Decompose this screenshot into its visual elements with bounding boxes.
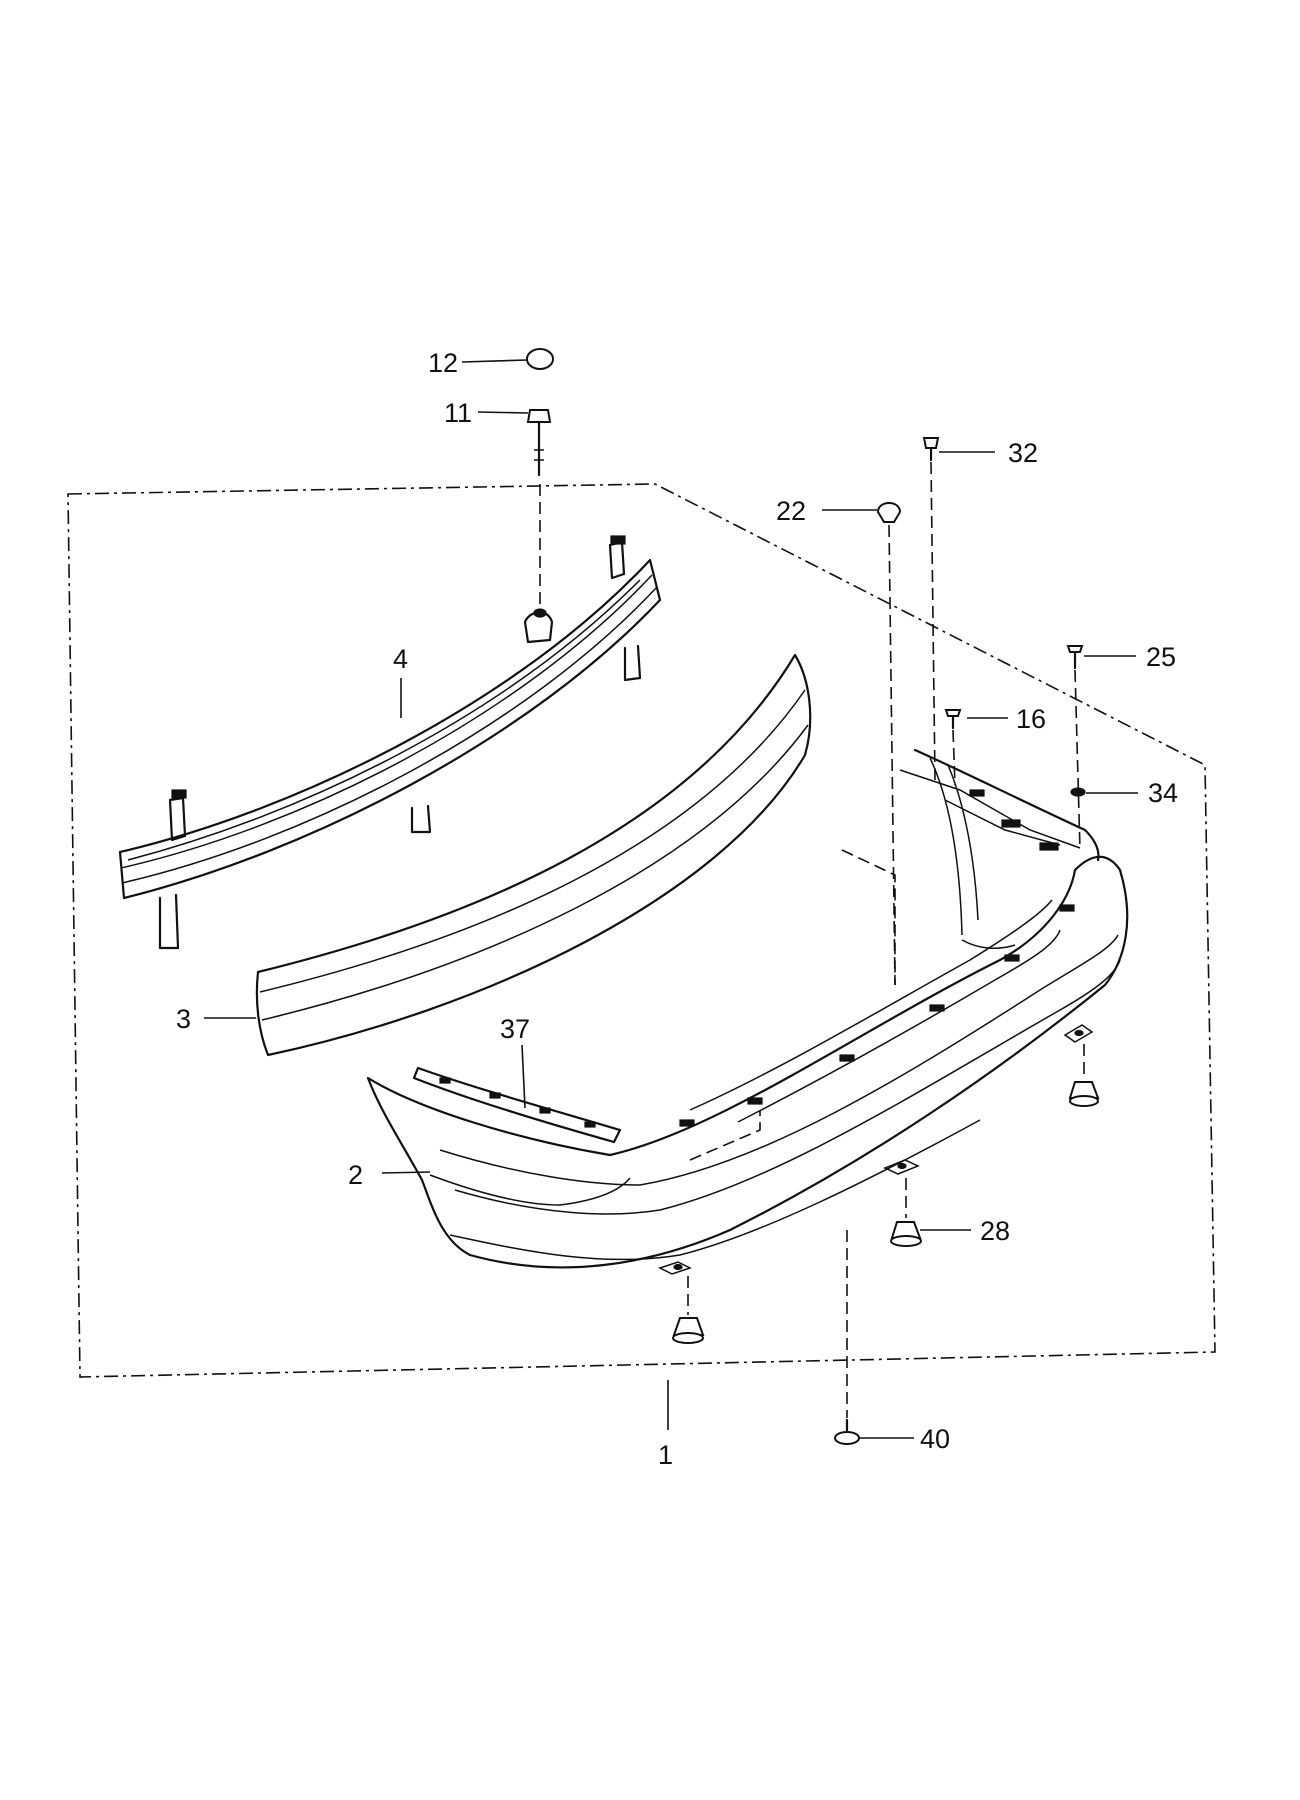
callout-1: 1	[658, 1440, 673, 1470]
callout-25: 25	[1146, 642, 1176, 672]
part-28-clip[interactable]	[672, 1081, 1100, 1344]
callout-4: 4	[393, 644, 408, 674]
part-2-bumper-cover[interactable]	[366, 748, 1129, 1275]
callout-12: 12	[428, 348, 458, 378]
callout-22: 22	[776, 496, 806, 526]
part-4-bumper-reinforcement[interactable]	[118, 535, 662, 950]
callout-34: 34	[1148, 778, 1178, 808]
callout-37: 37	[500, 1014, 530, 1044]
callout-11: 11	[444, 398, 472, 428]
part-25-screw[interactable]	[1066, 645, 1084, 670]
part-3-energy-absorber[interactable]	[255, 653, 812, 1057]
part-40-screw[interactable]	[834, 1418, 860, 1445]
callout-3: 3	[176, 1004, 191, 1034]
part-37-bracket[interactable]	[412, 1066, 622, 1144]
part-16-screw[interactable]	[944, 709, 962, 730]
part-12-cap[interactable]	[526, 348, 554, 370]
part-32-screw[interactable]	[922, 437, 940, 462]
callout-2: 2	[348, 1160, 363, 1190]
assembly-boundary	[67, 483, 1216, 1378]
part-22-clip[interactable]	[876, 502, 902, 523]
callout-28: 28	[980, 1216, 1010, 1246]
callout-32: 32	[1008, 438, 1038, 468]
part-11-bolt[interactable]	[526, 409, 552, 477]
callout-40: 40	[920, 1424, 950, 1454]
callout-16: 16	[1016, 704, 1046, 734]
